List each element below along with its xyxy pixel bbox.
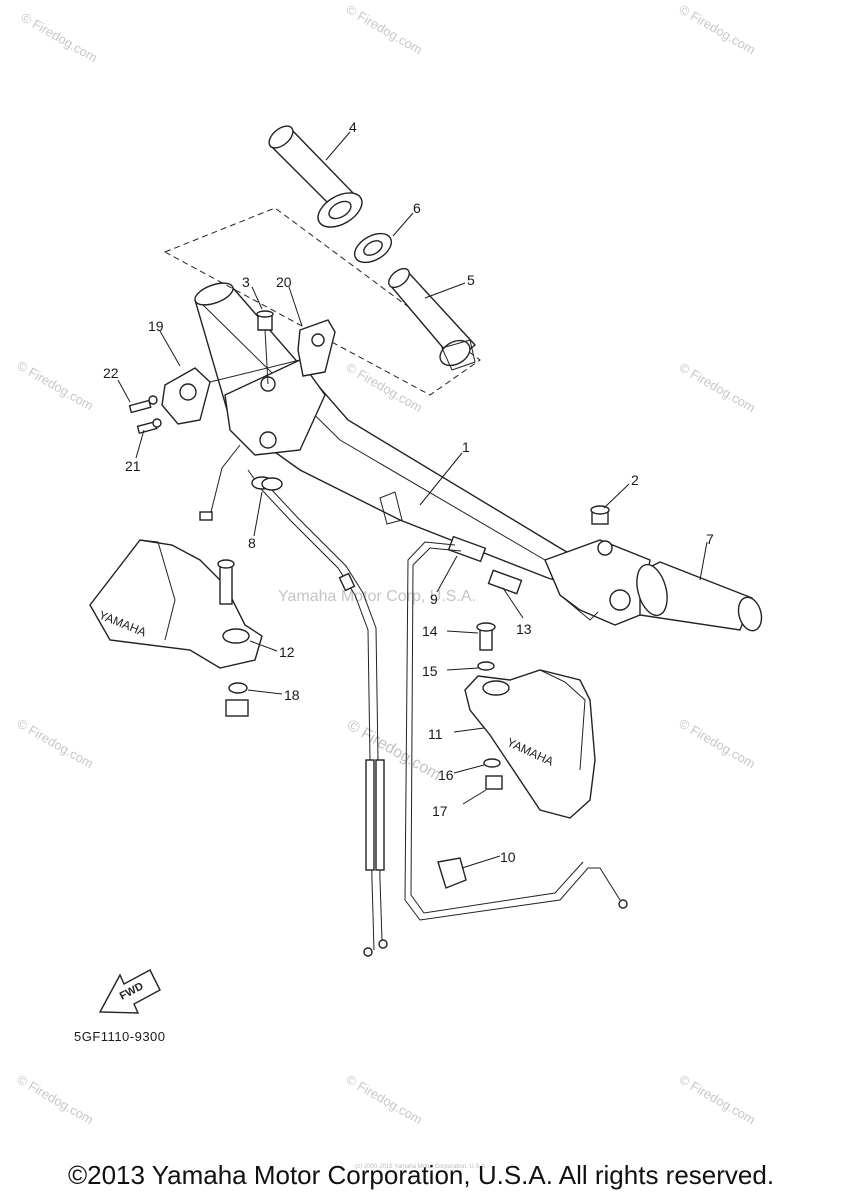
part-label-7: 7	[706, 531, 714, 547]
cable-adjuster	[447, 535, 523, 595]
part-label-12: 12	[279, 644, 295, 660]
part-label-3: 3	[242, 274, 250, 290]
part-label-20: 20	[276, 274, 292, 290]
collar-and-nut	[225, 682, 249, 717]
handguard-right: YAMAHA	[464, 669, 596, 819]
part-label-11: 11	[428, 726, 443, 742]
housing-bolt	[590, 505, 610, 525]
throttle-cables	[199, 444, 388, 957]
watermark: © Firedog.com	[19, 10, 101, 66]
fwd-arrow-icon: FWD	[98, 969, 161, 1014]
part-label-19: 19	[148, 318, 164, 334]
watermark: © Firedog.com	[677, 1072, 759, 1128]
watermark: © Firedog.com	[15, 358, 97, 414]
grip-left	[268, 125, 363, 228]
part-label-13: 13	[516, 621, 532, 637]
watermark-center: Yamaha Motor Corp, U.S.A.	[278, 588, 476, 605]
watermark: © Firedog.com	[15, 716, 97, 772]
watermark: © Firedog.com	[344, 360, 426, 416]
leader-lines	[117, 131, 708, 869]
watermark: © Firedog.com	[15, 1072, 97, 1128]
part-label-21: 21	[125, 458, 141, 474]
watermark: © Firedog.com	[677, 2, 759, 58]
throttle-grip	[388, 267, 477, 371]
part-label-8: 8	[248, 535, 256, 551]
clamp-bolts	[128, 395, 162, 435]
part-label-18: 18	[284, 687, 300, 703]
assembly-box	[163, 207, 481, 396]
guard-bolt-right	[476, 622, 503, 790]
part-label-5: 5	[467, 272, 475, 288]
part-label-2: 2	[631, 472, 639, 488]
return-cable	[404, 541, 628, 921]
grip-washer	[353, 232, 393, 264]
copyright-notice: ©2013 Yamaha Motor Corporation, U.S.A. A…	[67, 1160, 775, 1190]
handguard-bolt	[217, 559, 235, 605]
part-label-1: 1	[462, 439, 470, 455]
part-label-17: 17	[432, 803, 448, 819]
watermark: © Firedog.com	[677, 716, 759, 772]
part-label-15: 15	[422, 663, 438, 679]
watermark: © Firedog.com	[344, 1072, 426, 1128]
grip-right	[636, 561, 763, 632]
part-label-22: 22	[103, 365, 119, 381]
handguard-left: YAMAHA	[89, 539, 263, 669]
watermark: © Firedog.com	[344, 2, 426, 58]
part-label-4: 4	[349, 119, 357, 135]
part-labels: 4 6 5 3 20 19 22 21 1 2 7 8 9 13 14 15 1…	[103, 119, 714, 865]
part-label-14: 14	[422, 623, 438, 639]
throttle-housing	[544, 539, 651, 626]
part-label-10: 10	[500, 849, 516, 865]
diagram-code: 5GF1110-9300	[74, 1029, 166, 1044]
part-label-6: 6	[413, 200, 421, 216]
small-notice: (c) 2000-2015 Yamaha Motor Corporation, …	[355, 1164, 487, 1170]
part-label-9: 9	[430, 591, 438, 607]
watermark: © Firedog.com	[677, 360, 759, 416]
part-label-16: 16	[438, 767, 454, 783]
handlebar-clamp	[161, 310, 336, 456]
